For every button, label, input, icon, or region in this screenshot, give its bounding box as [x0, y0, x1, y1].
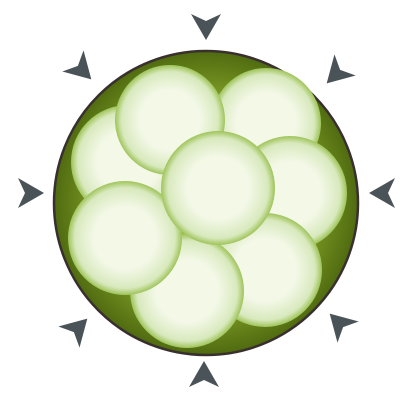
chevron-arrow-icon [58, 308, 98, 348]
arrow-bottom-right [319, 303, 359, 343]
arrow-top [191, 14, 221, 40]
chevron-arrow-icon [319, 303, 359, 343]
arrow-bottom-left [58, 308, 98, 348]
chevron-arrow-icon [189, 361, 219, 387]
chevron-arrow-icon [369, 178, 395, 208]
arrow-right [369, 178, 395, 208]
arrow-top-right [316, 54, 356, 94]
arrow-left [18, 178, 44, 208]
chevron-arrow-icon [62, 50, 102, 90]
chevron-arrow-icon [191, 14, 221, 40]
arrow-top-left [62, 50, 102, 90]
cell [161, 131, 275, 245]
chevron-arrow-icon [18, 178, 44, 208]
arrow-bottom [189, 361, 219, 387]
chevron-arrow-icon [316, 54, 356, 94]
